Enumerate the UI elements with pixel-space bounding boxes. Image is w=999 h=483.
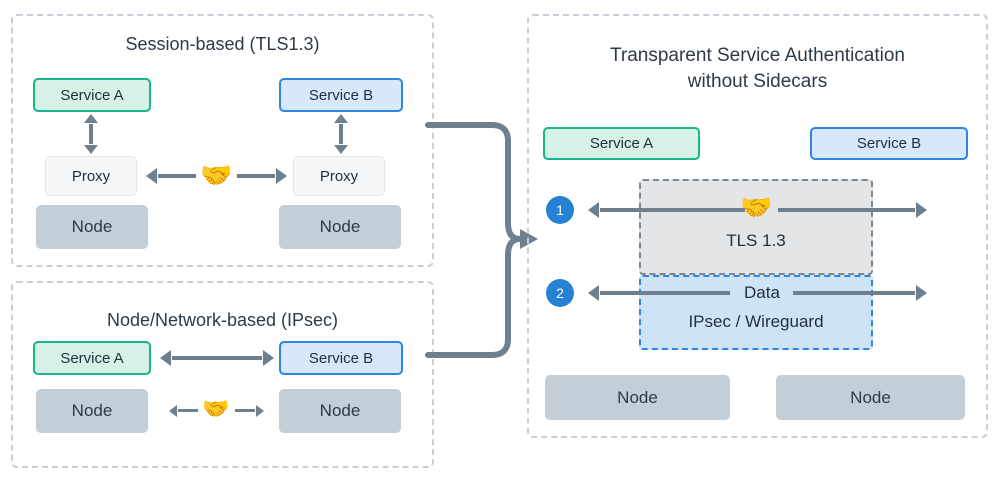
- panel-node-network-based-title: Node/Network-based (IPsec): [106, 310, 339, 330]
- transparent-right-node-box: Node: [776, 375, 965, 420]
- session-service-a-box: Service A: [33, 78, 151, 112]
- session-right-node-box: Node: [279, 205, 401, 249]
- handshake-icon: 🤝: [200, 161, 233, 191]
- panel-transparent-auth-title-line1: Transparent Service Authentication: [609, 45, 906, 66]
- session-right-node-label: Node: [319, 217, 361, 236]
- step-1-number: 1: [556, 202, 564, 218]
- transparent-right-node-label: Node: [850, 387, 891, 407]
- ipsec-node-left-arrow: [178, 409, 198, 412]
- ipsec-service-a-box: Service A: [33, 341, 151, 375]
- transparent-step2-left-arrow: [600, 291, 730, 295]
- merge-arrow-icon: [425, 122, 538, 358]
- session-left-proxy-box: Proxy: [45, 156, 137, 196]
- session-left-node-label: Node: [71, 217, 113, 236]
- transparent-step2-right-arrow: [786, 291, 915, 295]
- session-proxy-right-arrow: [237, 174, 275, 178]
- panel-transparent-auth-title-line2: without Sidecars: [687, 71, 828, 92]
- ipsec-right-node-label: Node: [319, 401, 361, 420]
- transparent-step1-right-arrow: [778, 208, 915, 212]
- data-label: Data: [731, 282, 793, 304]
- session-left-node-box: Node: [36, 205, 148, 249]
- ipsec-right-node-box: Node: [279, 389, 401, 433]
- session-left-vertical-arrow: [89, 124, 93, 144]
- ipsec-wireguard-label: IPsec / Wireguard: [688, 312, 824, 331]
- transparent-service-b-label: Service B: [856, 135, 922, 152]
- ipsec-service-a-label: Service A: [60, 349, 124, 367]
- session-right-proxy-label: Proxy: [319, 167, 359, 185]
- transparent-step1-left-arrow: [600, 208, 745, 212]
- ipsec-service-b-label: Service B: [308, 349, 374, 367]
- session-proxy-left-arrow: [158, 174, 196, 178]
- panel-session-based: [11, 14, 434, 267]
- panel-transparent-auth: [527, 14, 988, 438]
- step-badge-2: 2: [546, 279, 574, 307]
- panel-node-network-based: [11, 281, 434, 468]
- ipsec-left-node-label: Node: [71, 401, 113, 420]
- session-right-vertical-arrow: [339, 124, 343, 144]
- panel-session-based-title: Session-based (TLS1.3): [125, 34, 320, 54]
- session-service-b-box: Service B: [279, 78, 403, 112]
- session-left-proxy-label: Proxy: [71, 167, 111, 185]
- ipsec-service-b-box: Service B: [279, 341, 403, 375]
- tls-layer-label: TLS 1.3: [726, 231, 786, 250]
- transparent-service-a-label: Service A: [589, 135, 654, 152]
- session-service-b-label: Service B: [308, 86, 374, 104]
- ipsec-service-arrow: [172, 356, 262, 360]
- transparent-service-a-box: Service A: [543, 127, 700, 160]
- handshake-icon: 🤝: [740, 193, 773, 223]
- transparent-left-node-label: Node: [617, 387, 658, 407]
- handshake-icon: 🤝: [202, 397, 230, 422]
- ipsec-left-node-box: Node: [36, 389, 148, 433]
- tls-layer-box: [639, 179, 873, 275]
- ipsec-node-right-arrow: [235, 409, 255, 412]
- step-2-number: 2: [556, 285, 564, 301]
- transparent-service-b-box: Service B: [810, 127, 968, 160]
- session-right-proxy-box: Proxy: [293, 156, 385, 196]
- session-service-a-label: Service A: [60, 86, 124, 104]
- transparent-left-node-box: Node: [545, 375, 730, 420]
- step-badge-1: 1: [546, 196, 574, 224]
